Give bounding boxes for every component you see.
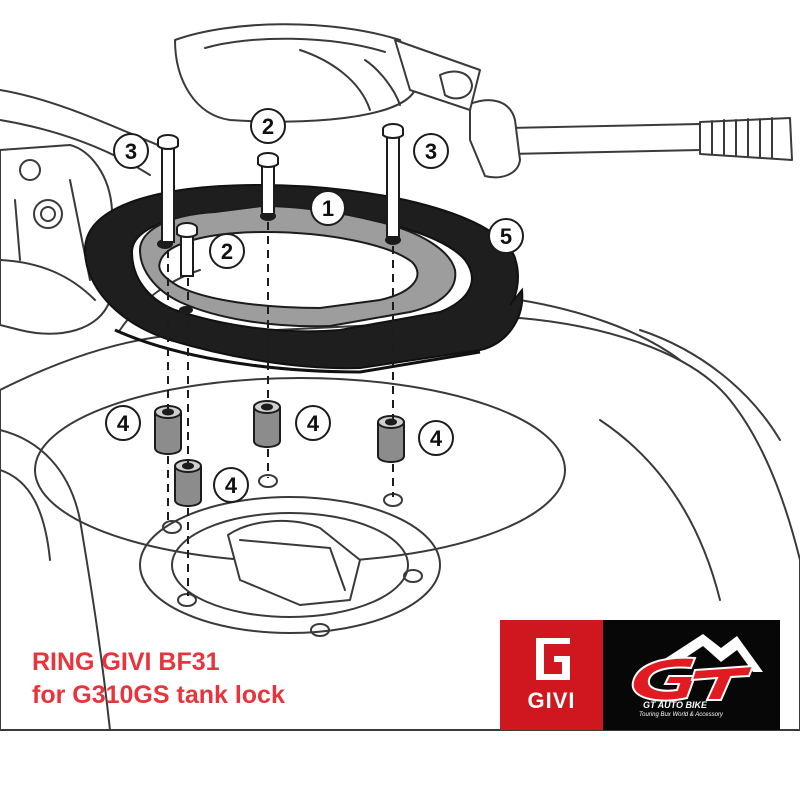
gt-auto-bike-tagline: Touring Bux World & Accessory xyxy=(639,712,723,718)
callout-number: 4 xyxy=(307,411,320,436)
givi-emblem-icon xyxy=(536,638,570,680)
callout-number: 1 xyxy=(322,196,334,221)
bolt-long-right xyxy=(382,123,404,238)
callout-flange-ring: 1 xyxy=(310,190,346,226)
callout-number: 4 xyxy=(117,411,130,436)
assembly-guide-lines xyxy=(167,222,394,596)
bolt-long-left xyxy=(157,134,179,243)
outer-ring-bevel xyxy=(114,328,481,374)
flange-ring-part-1 xyxy=(138,204,457,328)
callout-number: 5 xyxy=(500,224,512,249)
callout-bolt-short-left: 2 xyxy=(209,233,245,269)
caption-subtitle: for G310GS tank lock xyxy=(32,681,285,709)
callout-labels: 3 2 3 1 5 2 4 4 4 4 xyxy=(105,108,524,503)
callout-bolt-long-left: 3 xyxy=(113,133,149,169)
callout-bolt-long-right: 3 xyxy=(413,133,449,169)
spacer-left-bottom xyxy=(174,459,202,507)
gt-auto-bike-name: GT AUTO BIKE xyxy=(643,700,708,710)
callout-number: 2 xyxy=(221,239,233,264)
callout-number: 4 xyxy=(225,473,238,498)
callout-spacer-right: 4 xyxy=(418,420,454,456)
callout-spacer-left-bottom: 4 xyxy=(213,467,249,503)
spacer-left-top xyxy=(154,405,182,455)
handlebar-grip xyxy=(469,99,793,179)
spacer-center xyxy=(253,400,281,448)
givi-logo: GIVI xyxy=(500,620,603,730)
callout-number: 3 xyxy=(425,139,437,164)
callout-spacer-left-top: 4 xyxy=(105,405,141,441)
mountain-gt-icon xyxy=(631,634,763,702)
callout-number: 4 xyxy=(430,426,443,451)
callout-bolt-short-center: 2 xyxy=(250,108,286,144)
callout-outer-ring: 5 xyxy=(488,218,524,254)
callout-number: 2 xyxy=(262,114,274,139)
fuel-cap xyxy=(34,377,566,637)
bolt-short-center xyxy=(257,152,279,215)
bolt-short-left xyxy=(176,222,198,277)
caption-title: RING GIVI BF31 xyxy=(32,648,220,676)
callout-number: 3 xyxy=(125,139,137,164)
givi-logo-text: GIVI xyxy=(527,688,576,713)
callout-spacer-center: 4 xyxy=(295,405,331,441)
gt-auto-bike-logo: GT AUTO BIKE Touring Bux World & Accesso… xyxy=(603,620,780,730)
bolts xyxy=(157,123,404,277)
spacer-right xyxy=(377,415,405,463)
handlebar-clamp xyxy=(0,23,481,176)
flange-hole-lower xyxy=(179,306,193,314)
